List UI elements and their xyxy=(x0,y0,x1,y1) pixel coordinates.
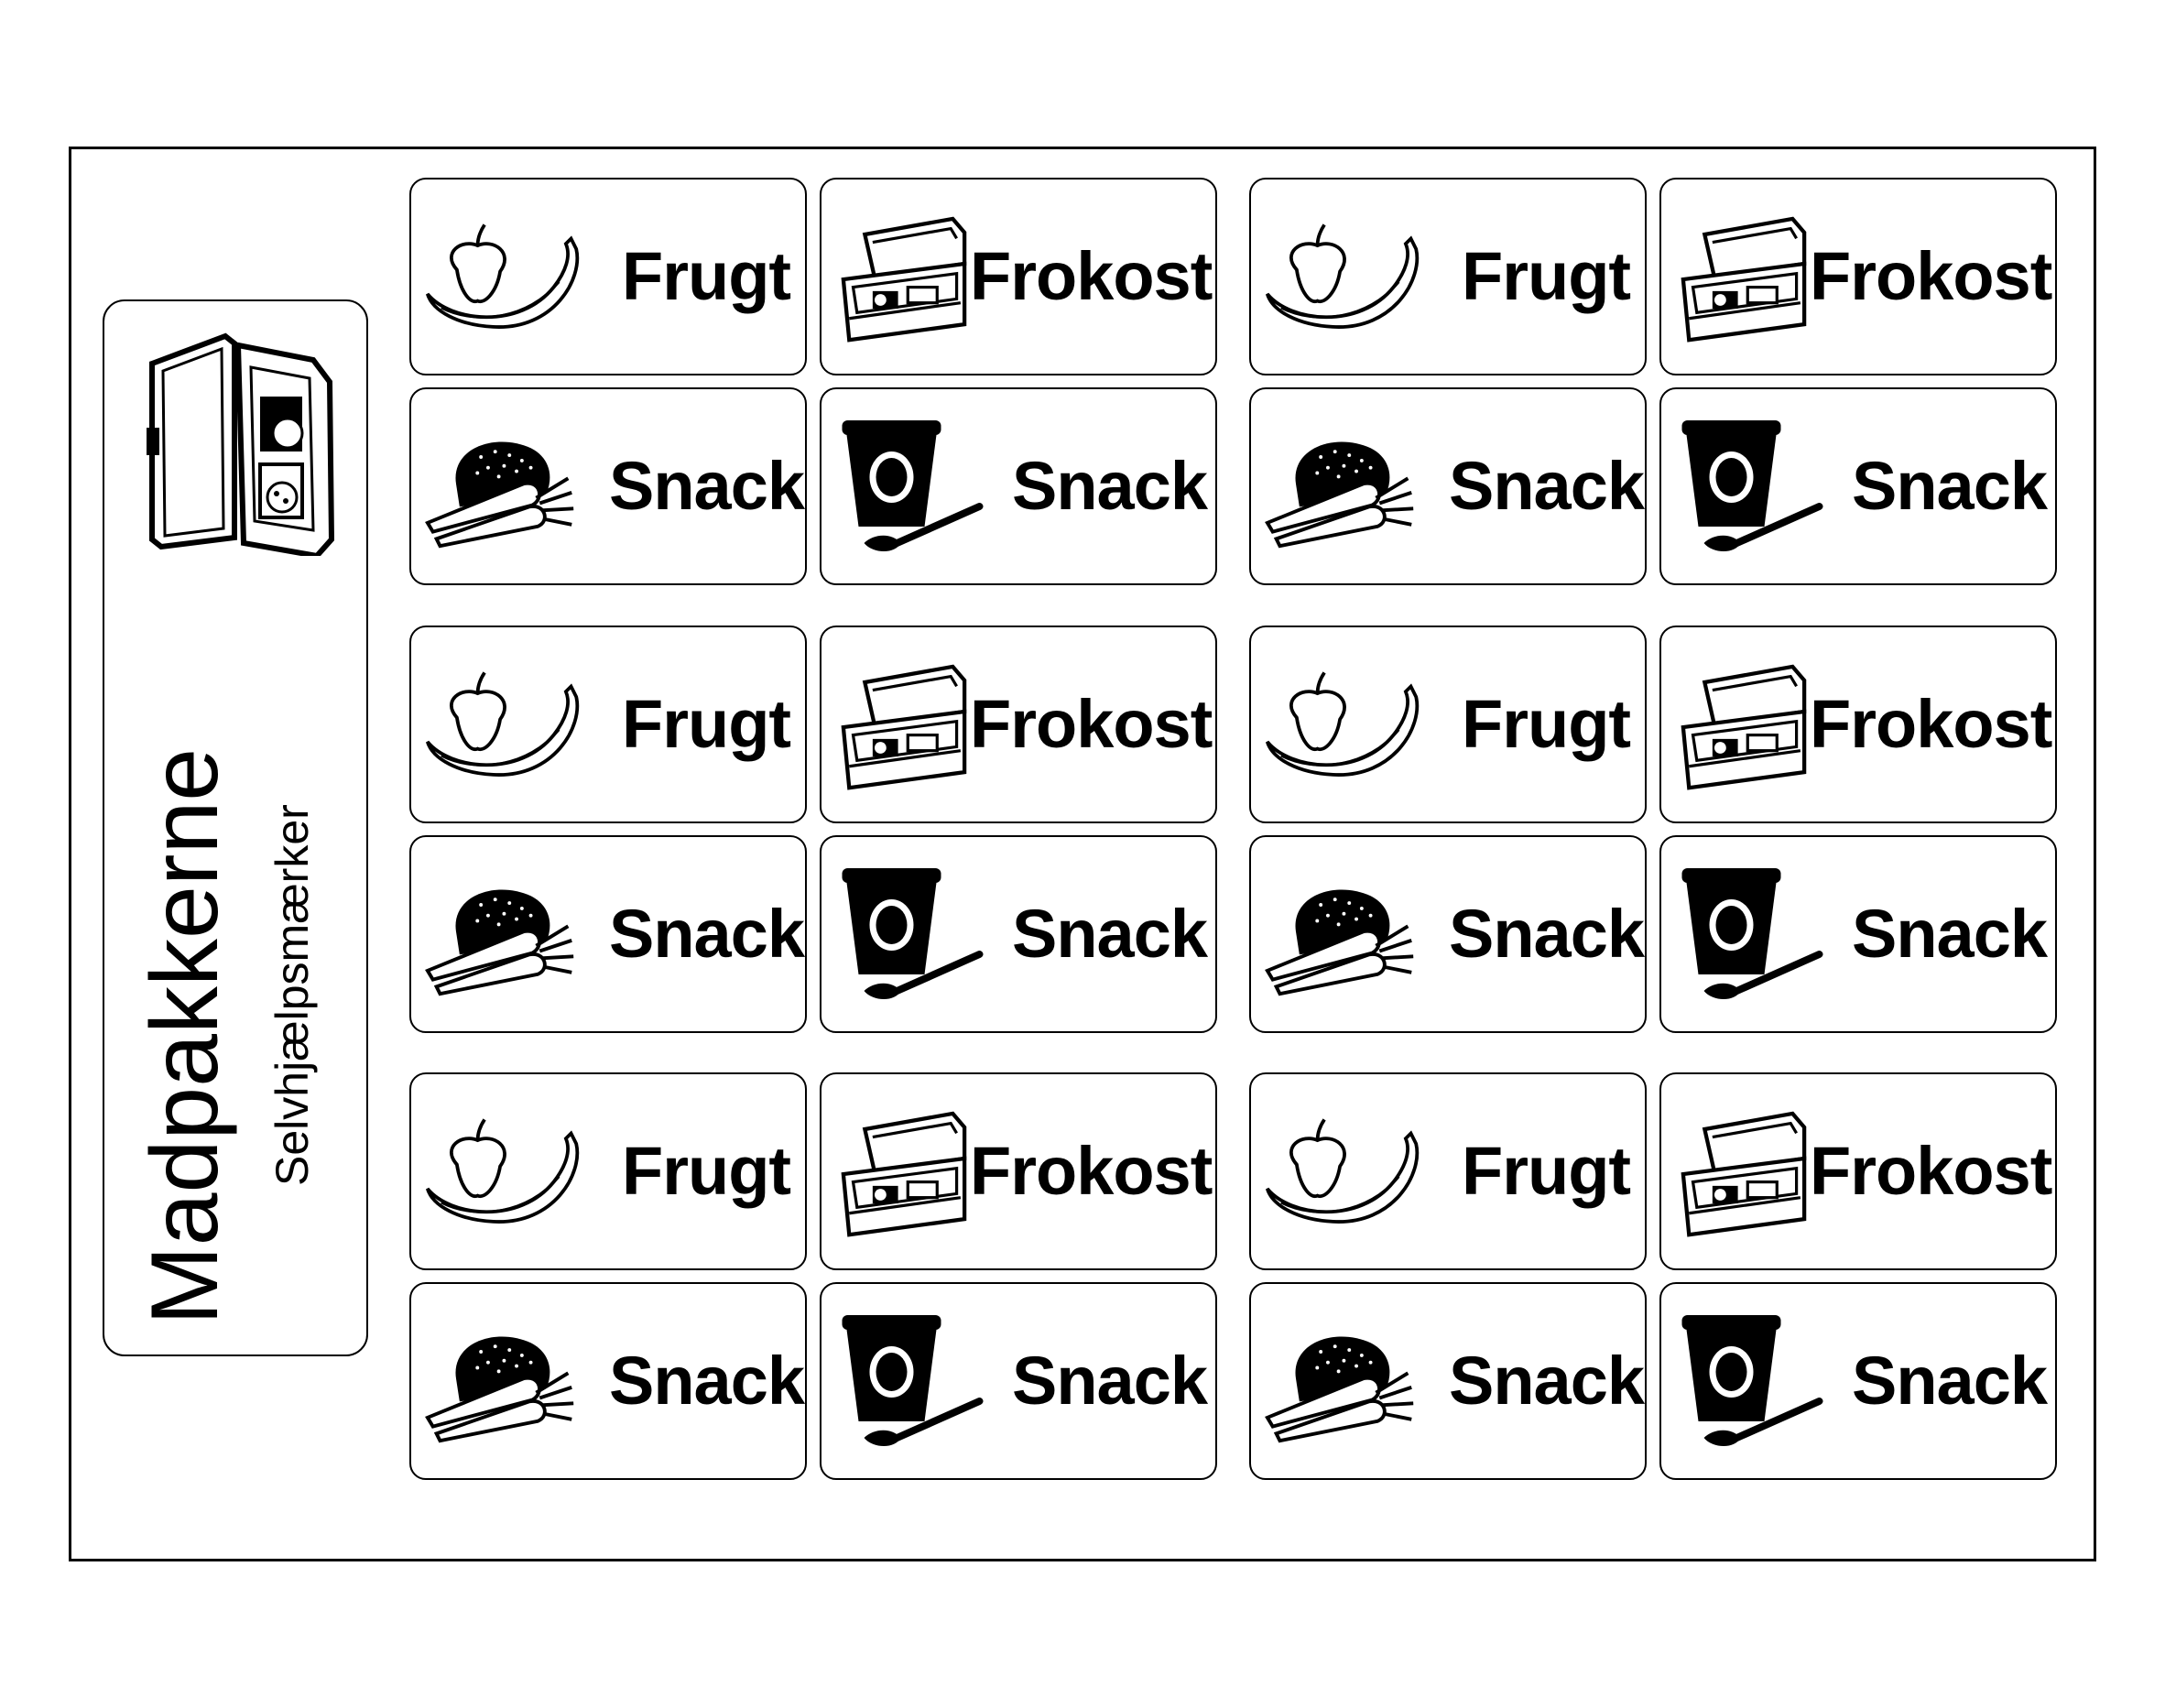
sticker-label: Snack xyxy=(609,1343,805,1419)
sticker-frokost: Frokost xyxy=(820,626,1217,823)
sticker-label: Frugt xyxy=(622,238,791,314)
yogurt-spoon-icon xyxy=(834,415,990,561)
sticker-frugt: Frugt xyxy=(1249,178,1647,375)
yogurt-spoon-icon xyxy=(1674,863,1830,1009)
sticker-snack-yog: Snack xyxy=(820,1282,1217,1480)
sticker-snack-veg: Snack xyxy=(1249,387,1647,585)
yogurt-spoon-icon xyxy=(1674,1310,1830,1456)
sticker-label: Frokost xyxy=(970,686,1213,762)
sticker-label: Frokost xyxy=(970,238,1213,314)
bread-carrot-icon xyxy=(1265,1334,1416,1443)
lunchbox-icon xyxy=(1670,1100,1817,1246)
sticker-label: Frokost xyxy=(1810,1133,2052,1209)
sticker-frokost: Frokost xyxy=(1659,626,2057,823)
apple-banana-icon xyxy=(1265,1117,1420,1224)
apple-banana-icon xyxy=(1265,223,1420,329)
sheet-header-panel: Madpakkerne Selvhjælpsmærker xyxy=(103,299,368,1356)
bread-carrot-icon xyxy=(1265,440,1416,549)
sticker-label: Frugt xyxy=(1462,238,1631,314)
sheet-title: Madpakkerne xyxy=(132,747,238,1325)
sticker-snack-yog: Snack xyxy=(820,387,1217,585)
sticker-frugt: Frugt xyxy=(409,1072,807,1270)
sticker-label: Snack xyxy=(1449,448,1645,524)
sticker-snack-veg: Snack xyxy=(1249,835,1647,1033)
lunchbox-icon xyxy=(831,1100,977,1246)
sticker-label: Frugt xyxy=(1462,686,1631,762)
sticker-label: Snack xyxy=(1852,1343,2048,1419)
sticker-frugt: Frugt xyxy=(1249,1072,1647,1270)
lunchbox-icon xyxy=(831,205,977,352)
sticker-snack-veg: Snack xyxy=(409,387,807,585)
sticker-frokost: Frokost xyxy=(820,1072,1217,1270)
apple-banana-icon xyxy=(425,223,580,329)
sticker-label: Snack xyxy=(1012,448,1208,524)
sticker-frokost: Frokost xyxy=(1659,178,2057,375)
sticker-snack-veg: Snack xyxy=(409,835,807,1033)
lunchbox-icon xyxy=(1670,205,1817,352)
yogurt-spoon-icon xyxy=(834,863,990,1009)
sticker-label: Snack xyxy=(609,448,805,524)
lunchbox-icon xyxy=(831,653,977,800)
sticker-snack-yog: Snack xyxy=(1659,1282,2057,1480)
sticker-frugt: Frugt xyxy=(1249,626,1647,823)
apple-banana-icon xyxy=(1265,670,1420,777)
apple-banana-icon xyxy=(425,670,580,777)
sticker-label: Snack xyxy=(609,896,805,972)
lunchbox-icon xyxy=(1670,653,1817,800)
sticker-frugt: Frugt xyxy=(409,178,807,375)
sticker-snack-yog: Snack xyxy=(1659,387,2057,585)
sticker-snack-yog: Snack xyxy=(1659,835,2057,1033)
apple-banana-icon xyxy=(425,1117,580,1224)
sticker-label: Snack xyxy=(1449,896,1645,972)
sticker-label: Frugt xyxy=(1462,1133,1631,1209)
bread-carrot-icon xyxy=(425,1334,576,1443)
sticker-snack-veg: Snack xyxy=(1249,1282,1647,1480)
sticker-label: Snack xyxy=(1852,448,2048,524)
sticker-snack-veg: Snack xyxy=(409,1282,807,1480)
sticker-frokost: Frokost xyxy=(820,178,1217,375)
sheet-subtitle: Selvhjælpsmærker xyxy=(267,804,318,1186)
bread-carrot-icon xyxy=(425,887,576,996)
sticker-label: Snack xyxy=(1012,896,1208,972)
yogurt-spoon-icon xyxy=(834,1310,990,1456)
sticker-snack-yog: Snack xyxy=(820,835,1217,1033)
sticker-label: Frokost xyxy=(1810,686,2052,762)
sticker-label: Frokost xyxy=(1810,238,2052,314)
yogurt-spoon-icon xyxy=(1674,415,1830,561)
lunchbox-open-icon xyxy=(147,332,335,556)
sticker-label: Frugt xyxy=(622,1133,791,1209)
sticker-label: Frugt xyxy=(622,686,791,762)
sticker-label: Snack xyxy=(1012,1343,1208,1419)
sticker-label: Frokost xyxy=(970,1133,1213,1209)
bread-carrot-icon xyxy=(1265,887,1416,996)
bread-carrot-icon xyxy=(425,440,576,549)
sticker-frokost: Frokost xyxy=(1659,1072,2057,1270)
sticker-frugt: Frugt xyxy=(409,626,807,823)
sticker-label: Snack xyxy=(1449,1343,1645,1419)
sticker-label: Snack xyxy=(1852,896,2048,972)
